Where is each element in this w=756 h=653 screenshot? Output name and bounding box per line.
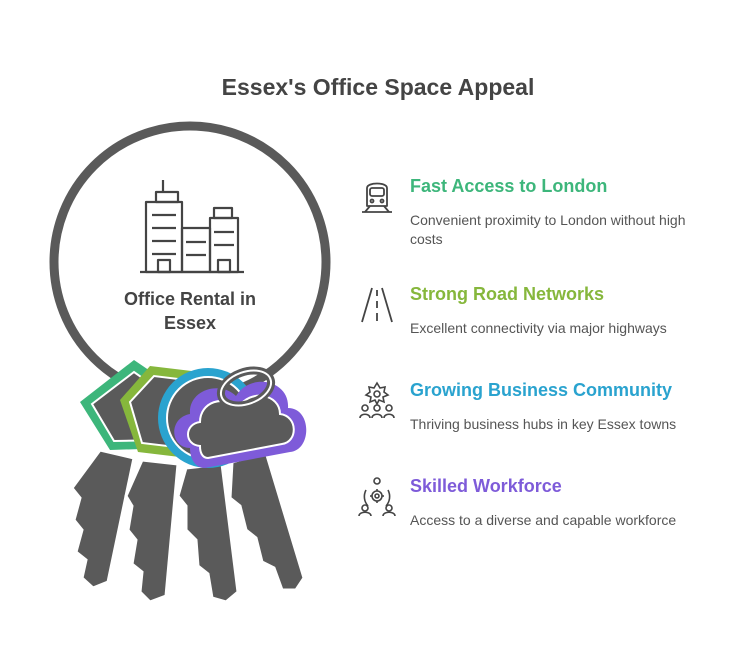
item-desc: Access to a diverse and capable workforc… xyxy=(410,512,677,528)
diagram-title: Essex's Office Space Appeal xyxy=(221,74,535,100)
key-blade-3 xyxy=(176,462,240,604)
item-desc: Excellent connectivity via major highway… xyxy=(410,320,667,336)
center-label: Office Rental in Essex xyxy=(123,289,257,333)
key-ring xyxy=(49,121,331,403)
key-head-cloud xyxy=(174,366,307,468)
item-title: Fast Access to London xyxy=(410,176,608,196)
item-desc: Thriving business hubs in key Essex town… xyxy=(410,416,677,432)
road-icon xyxy=(361,287,393,323)
train-icon xyxy=(362,182,392,213)
item-desc: Convenient proximity to London without h… xyxy=(410,212,686,247)
building-icon xyxy=(140,180,244,274)
key-blade-4 xyxy=(228,450,306,592)
workforce-icon xyxy=(358,477,396,517)
item-title: Strong Road Networks xyxy=(410,284,605,304)
key-blade-1 xyxy=(70,448,136,590)
community-icon xyxy=(359,381,395,419)
item-title: Skilled Workforce xyxy=(410,476,562,496)
item-title: Growing Business Community xyxy=(410,380,673,400)
key-blade-2 xyxy=(124,458,180,604)
